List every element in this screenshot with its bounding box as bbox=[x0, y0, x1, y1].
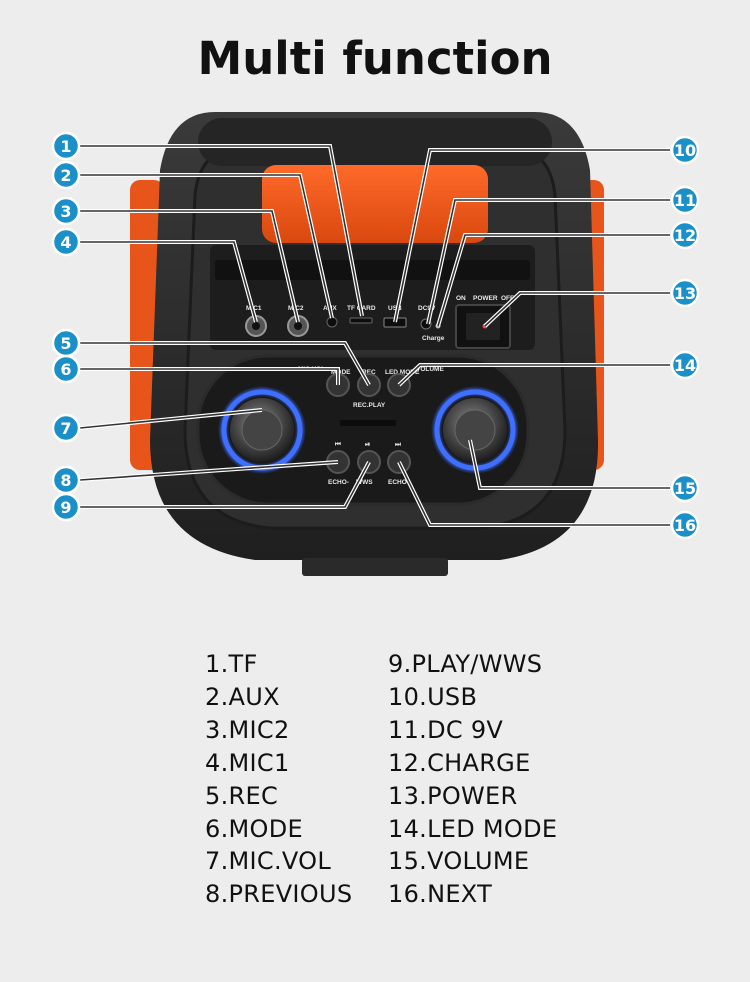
play-symbol: ⏯ bbox=[365, 441, 370, 448]
svg-text:7: 7 bbox=[60, 419, 71, 438]
svg-text:14: 14 bbox=[674, 356, 696, 375]
legend-item: 8.PREVIOUS bbox=[205, 880, 353, 909]
mic-vol-knob-cap bbox=[241, 409, 283, 451]
svg-text:2: 2 bbox=[60, 166, 71, 185]
callout-1: 1 bbox=[51, 131, 81, 161]
svg-text:15: 15 bbox=[674, 479, 696, 498]
handle-top bbox=[198, 118, 552, 166]
callout-7: 7 bbox=[51, 413, 81, 443]
legend-item: 7.MIC.VOL bbox=[205, 847, 332, 876]
label-power: POWER bbox=[473, 295, 498, 302]
label-rec-play: REC.PLAY bbox=[353, 402, 386, 409]
svg-text:6: 6 bbox=[60, 360, 71, 379]
callout-15: 15 bbox=[670, 473, 700, 503]
callout-11: 11 bbox=[670, 185, 700, 215]
mic1-jack-hole bbox=[252, 322, 260, 330]
speaker-base bbox=[302, 558, 448, 576]
next-symbol: ⏭ bbox=[395, 441, 401, 448]
tf-slot[interactable] bbox=[349, 317, 373, 324]
svg-text:4: 4 bbox=[60, 233, 71, 252]
legend-item: 2.AUX bbox=[205, 682, 280, 711]
top-slot bbox=[215, 260, 530, 280]
callout-16: 16 bbox=[670, 510, 700, 540]
legend-left: 1.TF 2.AUX 3.MIC2 4.MIC1 5.REC 6.MODE 7.… bbox=[205, 648, 352, 911]
callout-3: 3 bbox=[51, 196, 81, 226]
label-usb: USB bbox=[388, 305, 402, 312]
aux-jack[interactable] bbox=[326, 316, 338, 328]
label-echo-plus: ECHO+ bbox=[388, 479, 411, 486]
svg-text:11: 11 bbox=[674, 191, 696, 210]
mic2-jack-hole bbox=[294, 322, 302, 330]
legend-item: 3.MIC2 bbox=[205, 715, 290, 744]
svg-text:10: 10 bbox=[674, 141, 696, 160]
svg-text:12: 12 bbox=[674, 226, 696, 245]
callout-4: 4 bbox=[51, 227, 81, 257]
svg-text:16: 16 bbox=[674, 516, 696, 535]
callout-14: 14 bbox=[670, 350, 700, 380]
label-rec: REC bbox=[362, 369, 376, 376]
prev-symbol: ⏮ bbox=[335, 441, 341, 448]
page-title: Multi function bbox=[197, 32, 553, 85]
callout-10: 10 bbox=[670, 135, 700, 165]
label-on: ON bbox=[456, 295, 466, 302]
callout-6: 6 bbox=[51, 354, 81, 384]
label-wws: WWS bbox=[356, 479, 373, 486]
callout-8: 8 bbox=[51, 465, 81, 495]
callout-13: 13 bbox=[670, 278, 700, 308]
callout-12: 12 bbox=[670, 220, 700, 250]
legend-item: 11.DC 9V bbox=[388, 715, 504, 744]
legend-right: 9.PLAY/WWS 10.USB 11.DC 9V 12.CHARGE 13.… bbox=[388, 648, 557, 911]
callout-2: 2 bbox=[51, 160, 81, 190]
legend-item: 1.TF bbox=[205, 650, 258, 678]
legend-item: 15.VOLUME bbox=[388, 847, 530, 876]
leader-lines bbox=[79, 144, 670, 527]
legend-item: 12.CHARGE bbox=[388, 748, 531, 777]
handle-orange bbox=[262, 165, 488, 243]
label-charge: Charge bbox=[422, 335, 445, 342]
legend-item: 14.LED MODE bbox=[388, 814, 558, 843]
svg-text:3: 3 bbox=[60, 202, 71, 221]
label-mode: MODE bbox=[331, 369, 351, 376]
speaker-diagram: MIC1 MIC2 AUX TF CARD USB DC9V Charge ON… bbox=[51, 112, 700, 576]
label-echo-minus: ECHO- bbox=[328, 479, 349, 486]
legend-item: 10.USB bbox=[388, 682, 478, 711]
legend-item: 5.REC bbox=[205, 781, 278, 810]
legend-item: 16.NEXT bbox=[388, 880, 493, 909]
legend-item: 13.POWER bbox=[388, 781, 518, 810]
svg-text:13: 13 bbox=[674, 284, 696, 303]
svg-text:9: 9 bbox=[60, 498, 71, 517]
svg-text:1: 1 bbox=[60, 137, 71, 156]
display-slot bbox=[340, 420, 396, 426]
volume-knob-cap bbox=[454, 409, 496, 451]
label-dc: DC9V bbox=[418, 305, 436, 312]
callout-5: 5 bbox=[51, 328, 81, 358]
label-off: OFF bbox=[501, 295, 514, 302]
label-volume: VOLUME bbox=[416, 366, 444, 373]
label-led-mode: LED MODE bbox=[385, 369, 420, 376]
svg-text:5: 5 bbox=[60, 334, 71, 353]
legend-item: 4.MIC1 bbox=[205, 748, 290, 777]
callout-9: 9 bbox=[51, 492, 81, 522]
legend-item: 6.MODE bbox=[205, 814, 303, 843]
svg-text:8: 8 bbox=[60, 471, 71, 490]
legend-item: 9.PLAY/WWS bbox=[388, 650, 543, 678]
